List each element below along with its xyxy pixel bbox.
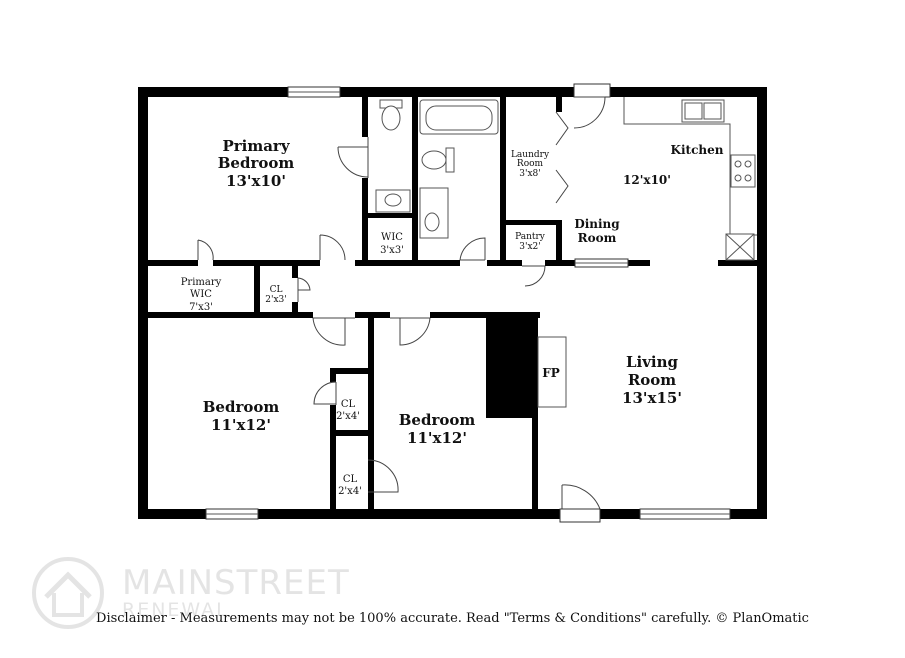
svg-text:Bedroom: Bedroom <box>399 411 476 429</box>
svg-text:Primary: Primary <box>181 277 222 288</box>
room-pantry: Pantry 3'x2' <box>515 232 546 252</box>
svg-text:Dining: Dining <box>574 217 620 231</box>
svg-text:CL: CL <box>343 474 358 485</box>
svg-text:13'x15': 13'x15' <box>622 389 682 407</box>
svg-text:Room: Room <box>517 159 544 169</box>
svg-text:Primary: Primary <box>222 137 290 155</box>
svg-text:13'x10': 13'x10' <box>226 172 286 190</box>
room-laundry: Laundry Room 3'x8' <box>511 150 550 179</box>
fixtures <box>375 97 757 408</box>
svg-text:Living: Living <box>626 353 679 371</box>
room-bedroom-center: Bedroom 11'x12' <box>399 411 476 447</box>
svg-text:2'x3': 2'x3' <box>265 295 286 305</box>
room-wic: WIC 3'x3' <box>380 232 404 256</box>
svg-text:3'x8': 3'x8' <box>519 169 540 179</box>
room-primary-bedroom: Primary Bedroom 13'x10' <box>218 137 295 190</box>
svg-text:Bedroom: Bedroom <box>203 398 280 416</box>
svg-text:11'x12': 11'x12' <box>211 416 271 434</box>
room-cl-upper: CL 2'x4' <box>336 399 360 422</box>
exterior-walls <box>138 87 767 519</box>
svg-text:CL: CL <box>270 285 283 295</box>
logo-word-mainstreet: MAINSTREET <box>122 563 350 603</box>
room-fireplace: FP <box>542 366 560 380</box>
room-cl-lower: CL 2'x4' <box>338 474 362 497</box>
room-bedroom-left: Bedroom 11'x12' <box>203 398 280 434</box>
room-cl-hall: CL 2'x3' <box>265 285 286 305</box>
room-primary-wic: Primary WIC 7'x3' <box>181 277 222 313</box>
room-kitchen: Kitchen 12'x10' <box>623 143 724 187</box>
windows <box>205 86 731 520</box>
svg-text:Room: Room <box>578 231 617 245</box>
svg-text:3'x2': 3'x2' <box>519 242 540 252</box>
svg-text:3'x3': 3'x3' <box>380 245 404 256</box>
room-living: Living Room 13'x15' <box>622 353 682 407</box>
svg-text:FP: FP <box>542 366 560 380</box>
svg-text:12'x10': 12'x10' <box>623 173 671 187</box>
disclaimer-text: Disclaimer - Measurements may not be 100… <box>96 611 809 626</box>
svg-text:CL: CL <box>341 399 356 410</box>
svg-text:Bedroom: Bedroom <box>218 154 295 172</box>
house-circle-icon <box>32 557 104 629</box>
svg-text:7'x3': 7'x3' <box>189 302 213 313</box>
room-dining: Dining Room <box>574 217 620 245</box>
interior-walls <box>148 97 757 509</box>
mainstreet-renewal-logo: MAINSTREET RENEWAL <box>30 553 350 633</box>
svg-text:Pantry: Pantry <box>515 232 546 242</box>
svg-text:WIC: WIC <box>190 289 212 300</box>
logo-word-renewal: RENEWAL <box>122 599 229 621</box>
svg-text:2'x4': 2'x4' <box>336 411 360 422</box>
svg-text:Room: Room <box>628 371 676 389</box>
doors <box>197 83 611 523</box>
svg-text:WIC: WIC <box>381 232 403 243</box>
svg-text:2'x4': 2'x4' <box>338 486 362 497</box>
svg-text:Kitchen: Kitchen <box>671 143 724 157</box>
svg-text:11'x12': 11'x12' <box>407 429 467 447</box>
svg-text:Laundry: Laundry <box>511 150 550 160</box>
